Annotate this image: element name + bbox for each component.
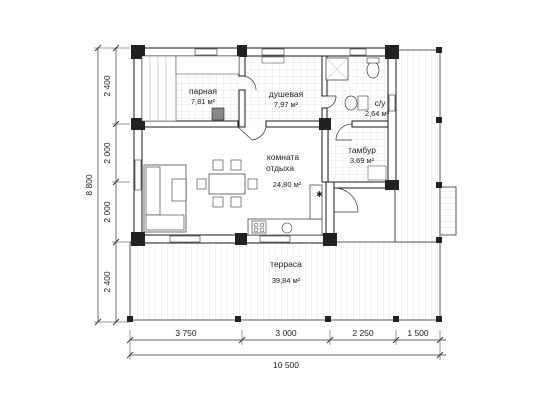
cooktop-icon [251, 220, 267, 234]
room-shower-area: 7,97 м² [274, 100, 299, 109]
room-lounge-area: 24,80 м² [273, 180, 302, 189]
doors [237, 75, 359, 213]
dim-left-1: 2 400 [102, 75, 112, 97]
room-labels: парная 7,81 м² душевая 7,97 м² с/у 2,64 … [189, 86, 390, 285]
room-terrace-area: 39,84 м² [272, 276, 301, 285]
left-dimensions: 2 400 2 000 2 000 2 400 8 800 [84, 44, 130, 326]
room-lounge-name-line2: отдыха [266, 163, 294, 173]
room-steam-name: парная [189, 86, 217, 96]
dim-left-2: 2 000 [102, 142, 112, 164]
terrace-deck [127, 47, 457, 322]
asterisk-icon: ✱ [316, 190, 323, 199]
dim-bottom-total: 10 500 [273, 360, 299, 370]
room-vestibule-name: тамбур [348, 145, 376, 155]
dim-bottom-2: 3 000 [275, 328, 297, 338]
dim-bottom-3: 2 250 [352, 328, 374, 338]
dim-bottom-1: 3 750 [175, 328, 197, 338]
bottom-dimensions: 3 750 3 000 2 250 1 500 10 500 [126, 328, 446, 370]
dining-table [208, 173, 246, 195]
steam-room-furniture [141, 55, 240, 122]
wet-area-tiles [176, 56, 392, 185]
dim-left-3: 2 000 [102, 201, 112, 223]
stove-icon [211, 107, 225, 121]
windows [134, 48, 396, 243]
room-shower-name: душевая [269, 89, 304, 99]
room-wc-name: с/у [375, 98, 387, 108]
dim-bottom-4: 1 500 [407, 328, 429, 338]
wc-fixtures [344, 57, 380, 111]
room-terrace-name: терраса [270, 259, 302, 269]
vestibule-bench [367, 165, 387, 181]
shower-fixtures [261, 56, 349, 81]
room-steam-area: 7,81 м² [191, 97, 216, 106]
sink-icon [344, 95, 358, 111]
kitchen-sink-icon [281, 222, 293, 234]
toilet-icon [366, 61, 380, 79]
room-lounge-name-line1: комната [267, 152, 299, 162]
lounge-furniture: ✱ [143, 159, 323, 236]
room-wc-area: 2,64 м² [365, 109, 390, 118]
dim-left-total: 8 800 [84, 174, 94, 196]
dim-left-4: 2 400 [102, 271, 112, 293]
room-vestibule-area: 3,69 м² [350, 156, 375, 165]
